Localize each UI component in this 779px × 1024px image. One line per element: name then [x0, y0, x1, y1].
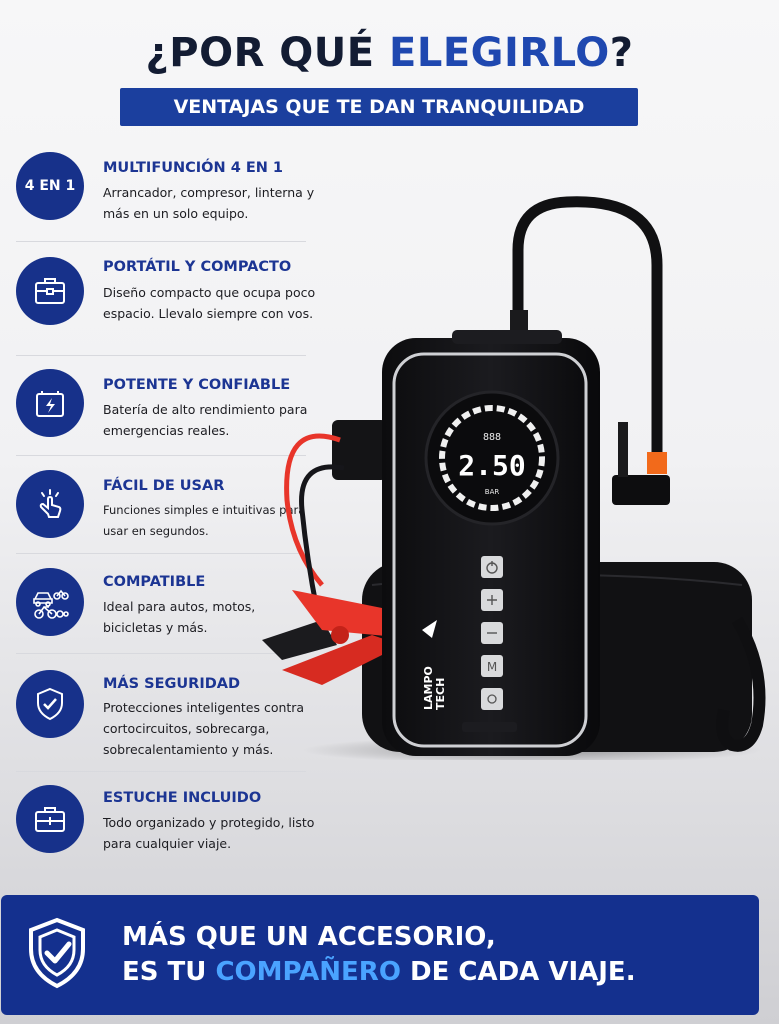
- light-button[interactable]: [481, 688, 503, 710]
- shield-check-icon: [16, 670, 84, 738]
- vehicles-icon: [16, 568, 84, 636]
- feature-seguridad: MÁS SEGURIDAD Protecciones inteligentes …: [16, 670, 311, 770]
- feature-title: FÁCIL DE USAR: [103, 478, 225, 494]
- title-part1: ¿POR QUÉ: [145, 30, 390, 76]
- hand-tap-icon: [16, 470, 84, 538]
- air-hose: [510, 196, 670, 505]
- footer-line2-part2: DE CADA VIAJE.: [400, 957, 636, 987]
- red-clamp: [282, 590, 407, 685]
- feature-potente: POTENTE Y CONFIABLE Batería de alto rend…: [16, 369, 311, 449]
- briefcase-icon: [16, 257, 84, 325]
- brand-line2: TECH: [434, 678, 447, 710]
- footer-banner: MÁS QUE UN ACCESORIO, ES TU COMPAÑERO DE…: [1, 895, 759, 1015]
- brand-line1: LAMPO: [422, 666, 435, 710]
- brand-logo: [422, 620, 437, 638]
- feature-estuche: ESTUCHE INCLUIDO Todo organizado y prote…: [16, 785, 314, 865]
- divider: [16, 241, 306, 242]
- shield-check-icon: [29, 917, 85, 989]
- feature-desc: Protecciones inteligentes contra cortoci…: [103, 700, 305, 757]
- feature-compatible: COMPATIBLE Ideal para autos, motos, bici…: [16, 568, 311, 648]
- divider: [16, 653, 306, 654]
- feature-title: MÁS SEGURIDAD: [103, 676, 241, 692]
- feature-multifuncion: 4 EN 1 MULTIFUNCIÓN 4 EN 1 Arrancador, c…: [16, 152, 314, 232]
- feature-title: PORTÁTIL Y COMPACTO: [103, 259, 292, 275]
- feature-title: POTENTE Y CONFIABLE: [103, 377, 291, 393]
- power-button[interactable]: [481, 556, 503, 578]
- feature-title: ESTUCHE INCLUIDO: [103, 790, 262, 806]
- footer-line2-part1: ES TU: [122, 957, 216, 987]
- battery-bolt-icon: [16, 369, 84, 437]
- title-part2: ?: [609, 30, 634, 76]
- page-title: ¿POR QUÉ ELEGIRLO?: [0, 30, 779, 76]
- title-accent: ELEGIRLO: [389, 30, 610, 76]
- footer-line2: ES TU COMPAÑERO DE CADA VIAJE.: [122, 957, 636, 987]
- badge-text: 4 EN 1: [24, 178, 76, 194]
- pressure-readout: 2.50: [458, 449, 525, 482]
- plus-button[interactable]: [481, 589, 503, 611]
- footer-line1: MÁS QUE UN ACCESORIO,: [122, 922, 496, 952]
- feature-title: MULTIFUNCIÓN 4 EN 1: [103, 160, 284, 176]
- feature-desc: Batería de alto rendimiento para emergen…: [103, 402, 308, 438]
- feature-desc: Todo organizado y protegido, listo para …: [103, 815, 315, 851]
- pressure-unit: BAR: [485, 488, 500, 496]
- footer-accent: COMPAÑERO: [215, 957, 401, 987]
- jump-starter-device: 888 2.50 BAR M LAMPO TECH: [382, 330, 600, 756]
- feature-title: COMPATIBLE: [103, 574, 206, 590]
- feature-desc: Funciones simples e intuitivas para usar…: [103, 503, 306, 538]
- subtitle-banner: VENTAJAS QUE TE DAN TRANQUILIDAD: [120, 88, 638, 126]
- feature-desc: Diseño compacto que ocupa poco espacio. …: [103, 285, 316, 321]
- minus-button[interactable]: [481, 622, 503, 644]
- divider: [16, 771, 306, 772]
- divider: [16, 455, 306, 456]
- feature-desc: Ideal para autos, motos, bicicletas y má…: [103, 599, 256, 635]
- case-icon: [16, 785, 84, 853]
- divider: [16, 355, 306, 356]
- feature-facil: FÁCIL DE USAR Funciones simples e intuit…: [16, 470, 311, 550]
- mode-button-label: M: [487, 660, 497, 674]
- mode-button[interactable]: M: [481, 655, 503, 677]
- subtitle-text: VENTAJAS QUE TE DAN TRANQUILIDAD: [173, 96, 585, 118]
- 4-en-1-badge: 4 EN 1: [16, 152, 84, 220]
- product-image: 888 2.50 BAR M LAMPO TECH: [262, 196, 766, 760]
- divider: [16, 553, 306, 554]
- feature-portatil: PORTÁTIL Y COMPACTO Diseño compacto que …: [16, 257, 315, 347]
- display-top: 888: [483, 432, 501, 443]
- feature-desc: Arrancador, compresor, linterna y más en…: [103, 185, 315, 221]
